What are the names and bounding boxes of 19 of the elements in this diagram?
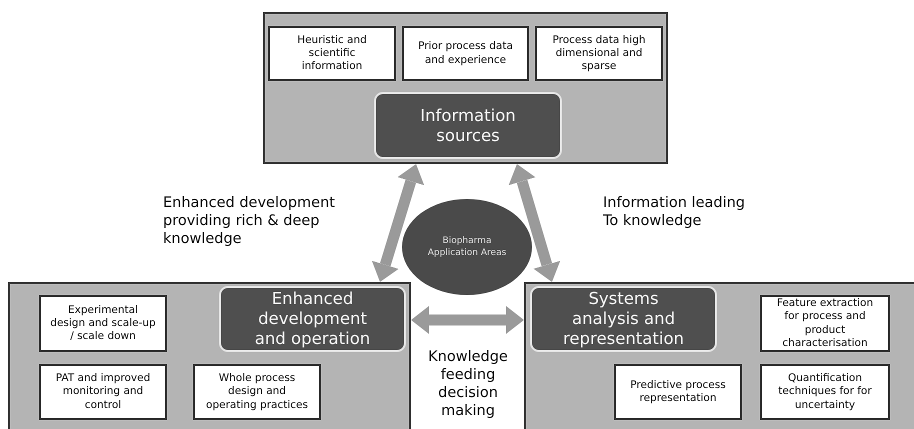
process-box: Heuristic and scientific information	[268, 26, 396, 81]
group-panel	[263, 12, 668, 164]
process-box: Predictive process representation	[614, 364, 742, 420]
process-box: Process data high dimensional and sparse	[535, 26, 663, 81]
process-box: PAT and improved monitoring and control	[39, 364, 167, 420]
heading-box: Systems analysis and representation	[530, 286, 717, 352]
heading-box: Information sources	[374, 92, 562, 159]
process-box: Prior process data and experience	[402, 26, 529, 81]
process-box: Whole process design and operating practices	[193, 364, 321, 420]
process-box: Experimental design and scale-up / scale down	[39, 295, 167, 352]
group-panel	[524, 282, 914, 429]
center-ellipse: Biopharma Application Areas	[402, 199, 532, 295]
double-arrow	[508, 164, 560, 282]
heading-box: Enhanced development and operation	[219, 286, 406, 352]
group-panel	[8, 282, 411, 429]
double-arrow	[372, 164, 424, 282]
process-box: Feature extraction for process and product characterisation	[760, 295, 890, 352]
process-box: Quantification techniques for for uncertainty	[760, 364, 890, 420]
double-arrow	[411, 306, 524, 334]
